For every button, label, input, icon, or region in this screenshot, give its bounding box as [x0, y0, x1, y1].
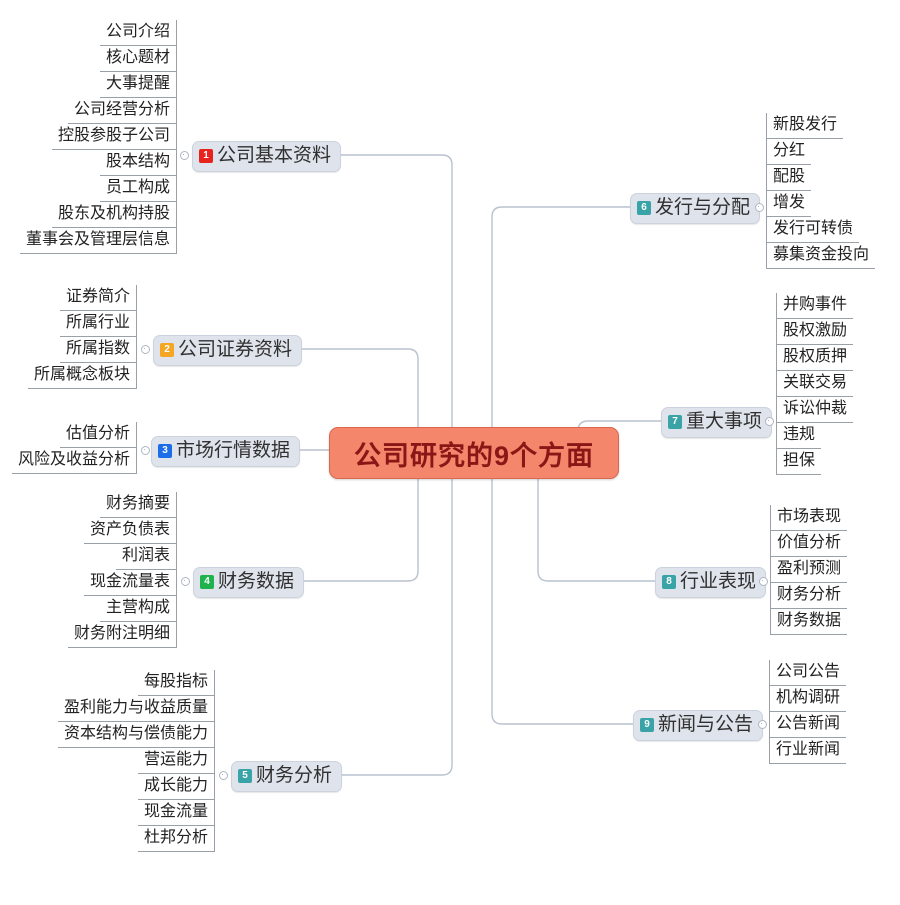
leaf-item[interactable]: 所属指数	[59, 337, 136, 363]
leaf-item[interactable]: 财务附注明细	[67, 622, 176, 648]
leaf-item[interactable]: 股权激励	[777, 319, 854, 345]
leaf-item[interactable]: 发行可转债	[767, 217, 860, 243]
leaf-item[interactable]: 控股参股子公司	[51, 124, 176, 150]
leaf-item[interactable]: 财务数据	[771, 609, 848, 635]
branch-label-1: 公司基本资料	[217, 145, 332, 166]
leaf-item[interactable]: 违规	[777, 423, 822, 449]
leaf-item[interactable]: 所属概念板块	[27, 363, 136, 389]
leaf-item[interactable]: 价值分析	[771, 531, 848, 557]
leaf-item[interactable]: 股本结构	[99, 150, 176, 176]
leaf-group-1: 公司介绍 核心题材 大事提醒 公司经营分析 控股参股子公司 股本结构 员工构成 …	[19, 20, 177, 254]
branch-badge-1: 1	[199, 148, 213, 163]
leaf-item[interactable]: 证券简介	[59, 285, 136, 311]
leaf-item[interactable]: 配股	[767, 165, 812, 191]
branch-node-4[interactable]: 4 财务数据	[193, 567, 305, 598]
leaf-item[interactable]: 机构调研	[770, 686, 847, 712]
collapse-knob-3[interactable]	[141, 446, 150, 455]
leaf-item[interactable]: 风险及收益分析	[11, 448, 136, 474]
leaf-item[interactable]: 董事会及管理层信息	[19, 228, 176, 254]
branch-label-5: 财务分析	[256, 765, 333, 786]
leaf-item[interactable]: 主营构成	[99, 596, 176, 622]
leaf-group-2: 证券简介 所属行业 所属指数 所属概念板块	[27, 285, 137, 389]
branch-label-3: 市场行情数据	[176, 440, 291, 461]
leaf-item[interactable]: 并购事件	[777, 293, 854, 319]
leaf-item[interactable]: 股权质押	[777, 345, 854, 371]
leaf-item[interactable]: 股东及机构持股	[51, 202, 176, 228]
branch-badge-4: 4	[200, 574, 214, 589]
leaf-item[interactable]: 公司经营分析	[67, 98, 176, 124]
branch-badge-6: 6	[637, 200, 651, 215]
branch-node-2[interactable]: 2 公司证券资料	[153, 335, 303, 366]
collapse-knob-1[interactable]	[180, 151, 189, 160]
collapse-knob-2[interactable]	[141, 345, 150, 354]
branch-node-6[interactable]: 6 发行与分配	[630, 193, 761, 224]
center-node[interactable]: 公司研究的9个方面	[329, 427, 619, 479]
branch-badge-9: 9	[640, 717, 654, 732]
leaf-item[interactable]: 财务分析	[771, 583, 848, 609]
leaf-item[interactable]: 核心题材	[99, 46, 176, 72]
leaf-item[interactable]: 新股发行	[767, 113, 844, 139]
leaf-item[interactable]: 分红	[767, 139, 812, 165]
branch-node-3[interactable]: 3 市场行情数据	[151, 436, 301, 467]
branch-node-8[interactable]: 8 行业表现	[655, 567, 767, 598]
collapse-knob-8[interactable]	[759, 577, 768, 586]
branch-node-7[interactable]: 7 重大事项	[661, 407, 773, 438]
leaf-item[interactable]: 公司介绍	[99, 20, 176, 46]
leaf-item[interactable]: 行业新闻	[770, 738, 847, 764]
branch-node-9[interactable]: 9 新闻与公告	[633, 710, 764, 741]
leaf-item[interactable]: 诉讼仲裁	[777, 397, 854, 423]
leaf-item[interactable]: 公告新闻	[770, 712, 847, 738]
branch-label-4: 财务数据	[218, 571, 295, 592]
leaf-group-9: 公司公告 机构调研 公告新闻 行业新闻	[769, 660, 847, 764]
leaf-item[interactable]: 大事提醒	[99, 72, 176, 98]
branch-node-5[interactable]: 5 财务分析	[231, 761, 343, 792]
center-node-label: 公司研究的9个方面	[353, 440, 595, 471]
branch-badge-8: 8	[662, 574, 676, 589]
branch-label-6: 发行与分配	[655, 197, 751, 218]
leaf-item[interactable]: 盈利预测	[771, 557, 848, 583]
branch-label-9: 新闻与公告	[658, 714, 754, 735]
branch-label-8: 行业表现	[680, 571, 757, 592]
branch-node-1[interactable]: 1 公司基本资料	[192, 141, 342, 172]
leaf-item[interactable]: 估值分析	[59, 422, 136, 448]
collapse-knob-6[interactable]	[755, 203, 764, 212]
leaf-item[interactable]: 现金流量表	[83, 570, 176, 596]
leaf-item[interactable]: 公司公告	[770, 660, 847, 686]
leaf-item[interactable]: 所属行业	[59, 311, 136, 337]
collapse-knob-7[interactable]	[765, 417, 774, 426]
branch-badge-7: 7	[668, 414, 682, 429]
branch-label-2: 公司证券资料	[178, 339, 293, 360]
leaf-item[interactable]: 利润表	[115, 544, 176, 570]
leaf-group-5: 每股指标 盈利能力与收益质量 资本结构与偿债能力 营运能力 成长能力 现金流量 …	[57, 670, 215, 852]
leaf-item[interactable]: 财务摘要	[99, 492, 176, 518]
leaf-item[interactable]: 员工构成	[99, 176, 176, 202]
leaf-item[interactable]: 杜邦分析	[137, 826, 214, 852]
branch-label-7: 重大事项	[686, 411, 763, 432]
branch-badge-3: 3	[158, 443, 172, 458]
leaf-group-8: 市场表现 价值分析 盈利预测 财务分析 财务数据	[770, 505, 848, 635]
leaf-group-3: 估值分析 风险及收益分析	[10, 422, 137, 474]
leaf-group-4: 财务摘要 资产负债表 利润表 现金流量表 主营构成 财务附注明细	[58, 492, 177, 648]
collapse-knob-4[interactable]	[181, 577, 190, 586]
leaf-item[interactable]: 现金流量	[137, 800, 214, 826]
leaf-group-7: 并购事件 股权激励 股权质押 关联交易 诉讼仲裁 违规 担保	[776, 293, 854, 475]
leaf-item[interactable]: 关联交易	[777, 371, 854, 397]
leaf-item[interactable]: 成长能力	[137, 774, 214, 800]
leaf-item[interactable]: 资本结构与偿债能力	[57, 722, 214, 748]
leaf-item[interactable]: 增发	[767, 191, 812, 217]
leaf-item[interactable]: 资产负债表	[83, 518, 176, 544]
collapse-knob-5[interactable]	[219, 771, 228, 780]
leaf-item[interactable]: 盈利能力与收益质量	[57, 696, 214, 722]
leaf-group-6: 新股发行 分红 配股 增发 发行可转债 募集资金投向	[766, 113, 876, 269]
leaf-item[interactable]: 每股指标	[137, 670, 214, 696]
leaf-item[interactable]: 营运能力	[137, 748, 214, 774]
collapse-knob-9[interactable]	[758, 720, 767, 729]
branch-badge-5: 5	[238, 768, 252, 783]
branch-badge-2: 2	[160, 342, 174, 357]
leaf-item[interactable]: 担保	[777, 449, 822, 475]
leaf-item[interactable]: 募集资金投向	[767, 243, 876, 269]
leaf-item[interactable]: 市场表现	[771, 505, 848, 531]
